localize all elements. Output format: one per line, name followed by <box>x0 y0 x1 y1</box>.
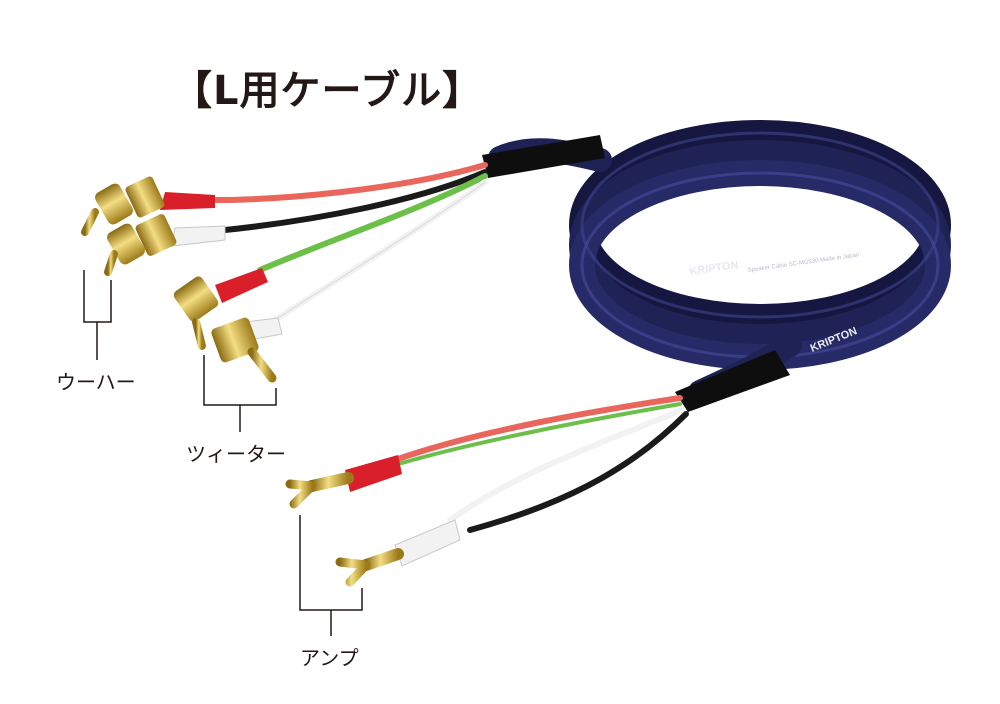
amp-spade-white <box>335 519 461 587</box>
tweeter-plug-red <box>173 268 268 350</box>
spec-print-coil: Speaker Cable SC-MG530 Made in Japan <box>747 252 859 274</box>
brand-print-coil: KRIPTON <box>689 259 740 278</box>
woofer-bracket <box>83 270 112 323</box>
upper-wires <box>212 162 488 323</box>
tweeter-plug-white <box>211 317 283 383</box>
page-title: 【L用ケーブル】 <box>172 68 484 114</box>
bracket-lines <box>83 270 363 636</box>
tweeter-label: ツィーター <box>186 442 286 466</box>
amp-label: アンプ <box>300 646 359 670</box>
lower-breakout-sleeve <box>675 350 790 412</box>
upper-breakout-sleeve <box>482 135 605 178</box>
woofer-plug-white <box>104 214 226 276</box>
lower-wires <box>392 395 689 533</box>
woofer-label: ウーハー <box>56 370 136 394</box>
amp-spade-red <box>285 455 402 509</box>
woofer-plug-red <box>81 176 215 236</box>
